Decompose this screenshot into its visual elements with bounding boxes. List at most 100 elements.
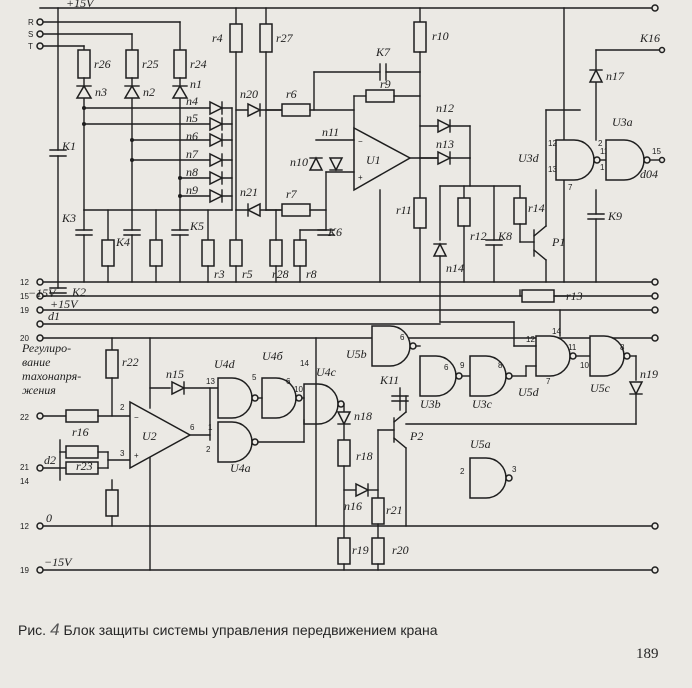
pin-s: S [28, 30, 33, 39]
nand-u4a [217, 421, 253, 463]
resistor-r7 [281, 203, 311, 217]
svg-text:12: 12 [548, 139, 557, 148]
label-u5c: U5c [590, 381, 611, 395]
label-u4b: U4б [262, 349, 284, 363]
svg-text:7: 7 [546, 377, 551, 386]
label-u5d: U5d [518, 385, 540, 399]
label-n13: n13 [436, 137, 454, 151]
pin-19-bottom: 19 [20, 566, 29, 575]
label-r18: r18 [356, 449, 373, 463]
resistor-r6 [281, 103, 311, 117]
svg-text:8: 8 [620, 343, 625, 352]
label-n21: n21 [240, 185, 258, 199]
label-n7: n7 [186, 147, 199, 161]
diode-n13 [437, 150, 452, 166]
nand-u5a [469, 457, 507, 499]
pin-22: 22 [20, 413, 29, 422]
resistor-r10 [413, 21, 427, 53]
pin-r: R [28, 18, 34, 27]
nand-u3b [419, 355, 457, 397]
pin-12-bottom: 12 [20, 522, 29, 531]
label-r19: r19 [352, 543, 369, 557]
diode-n15 [171, 380, 186, 396]
label-k4: K4 [115, 235, 130, 249]
svg-text:15: 15 [652, 147, 661, 156]
pin-21: 21 [20, 463, 29, 472]
label-d04: d04 [640, 167, 658, 181]
label-r20: r20 [392, 543, 409, 557]
diode-n11 [328, 157, 344, 172]
svg-text:2: 2 [120, 403, 125, 412]
label-r28: r28 [272, 267, 289, 281]
label-n17: n17 [606, 69, 625, 83]
label-n10: n10 [290, 155, 308, 169]
pin-15: 15 [20, 292, 29, 301]
pin-19-top: 19 [20, 306, 29, 315]
label-d1: d1 [48, 309, 60, 323]
label-r25: r25 [142, 57, 159, 71]
label-d2: d2 [44, 453, 56, 467]
label-k11: K11 [379, 373, 399, 387]
resistor-r8 [293, 239, 307, 267]
label-u2: U2 [142, 429, 157, 443]
label-k2: K2 [71, 285, 86, 299]
resistor-r19 [337, 537, 351, 565]
pin-12-top: 12 [20, 278, 29, 287]
label-k9: K9 [607, 209, 622, 223]
svg-text:3: 3 [120, 449, 125, 458]
label-r11: r11 [396, 203, 412, 217]
rail-top-label: +15V [66, 0, 95, 10]
reg-label-1: Регулиро- [21, 341, 71, 355]
nand-u5d [535, 335, 571, 377]
opamp-u2 [129, 400, 192, 470]
label-k8: K8 [497, 229, 512, 243]
label-u3a: U3a [612, 115, 633, 129]
label-r3: r3 [214, 267, 225, 281]
label-r6: r6 [286, 87, 297, 101]
svg-text:5: 5 [252, 373, 257, 382]
svg-text:−: − [358, 137, 363, 146]
resistor-r26 [77, 49, 91, 79]
svg-text:6: 6 [286, 377, 291, 386]
label-r23: r23 [76, 459, 93, 473]
rail-zero-label: 0 [46, 511, 52, 525]
label-n14: n14 [446, 261, 464, 275]
label-n19: n19 [640, 367, 658, 381]
label-u5a: U5a [470, 437, 491, 451]
svg-text:+: + [134, 451, 139, 460]
phase-inputs [36, 18, 181, 51]
resistor-r28 [269, 239, 283, 267]
nand-u4d [217, 377, 253, 419]
svg-text:9: 9 [460, 361, 465, 370]
label-r4: r4 [212, 31, 223, 45]
diode-n18 [336, 411, 352, 426]
resistor-r25 [125, 49, 139, 79]
resistor-r3 [201, 239, 215, 267]
resistor-r24 [173, 49, 187, 79]
label-p1: P1 [551, 235, 565, 249]
diode-n21 [246, 202, 261, 218]
diode-n14 [432, 242, 448, 257]
label-r14: r14 [528, 201, 545, 215]
label-n2: n2 [143, 85, 155, 99]
diode-n19 [628, 381, 644, 396]
label-n20: n20 [240, 87, 258, 101]
label-p2: P2 [409, 429, 423, 443]
resistor-r5 [229, 239, 243, 267]
label-r9: r9 [380, 77, 391, 91]
label-n8: n8 [186, 165, 198, 179]
label-n3: n3 [95, 85, 107, 99]
label-n9: n9 [186, 183, 198, 197]
label-n16: n16 [344, 499, 362, 513]
label-n4: n4 [186, 94, 198, 108]
label-u3c: U3c [472, 397, 493, 411]
svg-text:13: 13 [548, 165, 557, 174]
svg-text:7: 7 [568, 183, 573, 192]
svg-text:−: − [134, 413, 139, 422]
label-n1: n1 [190, 77, 202, 91]
resistor-r20 [371, 537, 385, 565]
svg-text:6: 6 [444, 363, 449, 372]
label-r12: r12 [470, 229, 487, 243]
label-r10: r10 [432, 29, 449, 43]
